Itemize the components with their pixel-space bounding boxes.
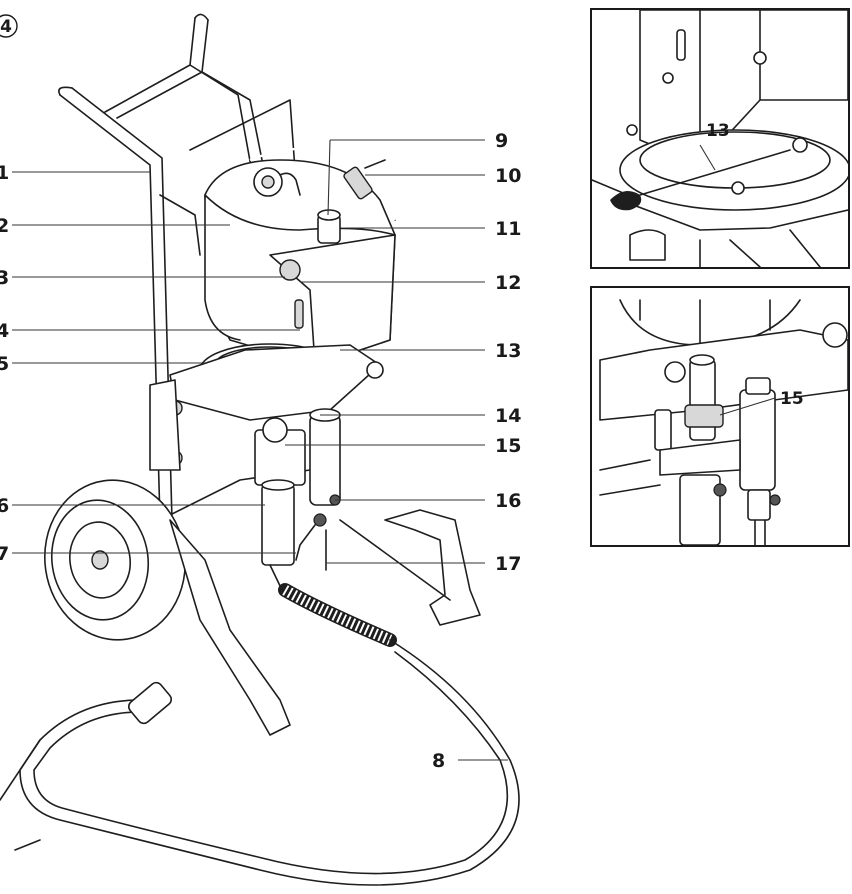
- callout-2: 2: [0, 215, 9, 237]
- inset-bottom-callout-15: 15: [780, 389, 804, 409]
- callout-6: 6: [0, 495, 9, 517]
- sprayer-drawing: [0, 13, 520, 886]
- inset-top-callout-13: 13: [706, 121, 730, 141]
- cart-frame: [58, 13, 311, 541]
- callout-10: 10: [495, 165, 521, 187]
- cart-stand: [169, 509, 481, 736]
- pump-flange: [149, 343, 384, 471]
- fluid-hose: [0, 583, 520, 886]
- callout-9: 9: [495, 130, 508, 152]
- callout-3: 3: [0, 267, 9, 289]
- callout-5: 5: [0, 353, 9, 375]
- inset-bottom: 15: [590, 286, 850, 547]
- cart-wheel: [43, 479, 187, 641]
- figure-number: 4: [0, 14, 18, 38]
- callout-16: 16: [495, 490, 521, 512]
- callout-8: 8: [432, 750, 445, 772]
- callout-17: 17: [495, 553, 521, 575]
- inset-top: 13: [590, 8, 850, 269]
- callout-4: 4: [0, 320, 9, 342]
- callout-11: 11: [495, 218, 521, 240]
- callout-7: 7: [0, 543, 9, 565]
- callout-14: 14: [495, 405, 521, 427]
- callout-13: 13: [495, 340, 521, 362]
- callout-15: 15: [495, 435, 521, 457]
- callout-labels: 1 2 3 4 5 6 7 8 9 10 11 12 13 14 15 16 1…: [0, 130, 521, 772]
- top-hose: [249, 147, 397, 221]
- motor-housing: [204, 159, 396, 366]
- figure-number-text: 4: [0, 17, 12, 37]
- callout-1: 1: [0, 162, 9, 184]
- callout-12: 12: [495, 272, 521, 294]
- leader-lines: [12, 139, 508, 761]
